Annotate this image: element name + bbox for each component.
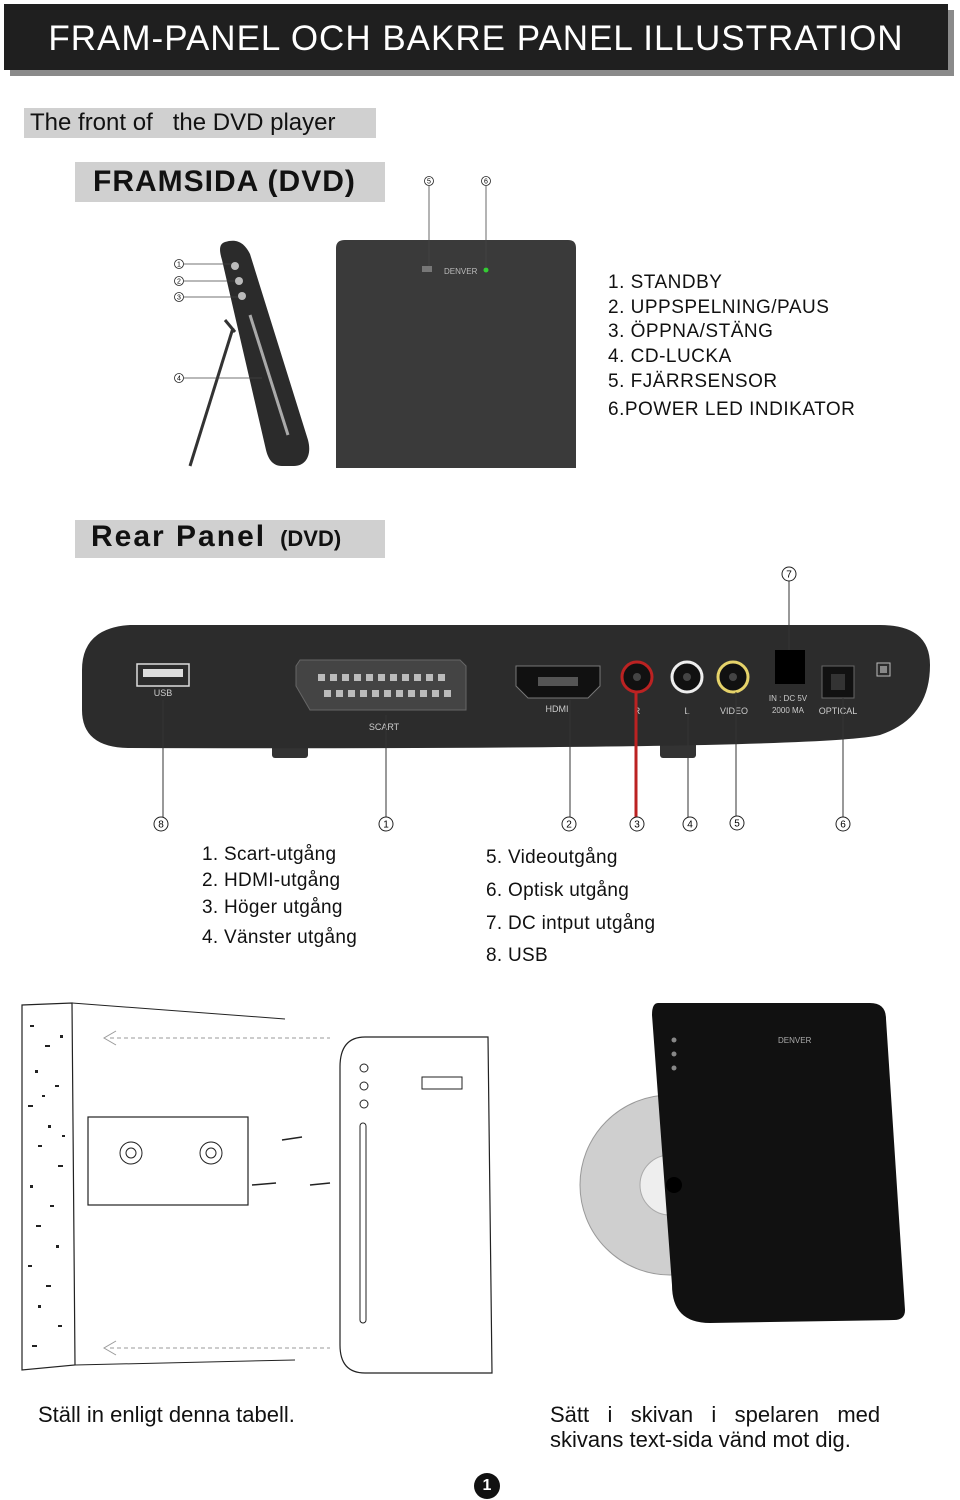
rear-callout: 7 (786, 570, 792, 581)
scart-label: SCART (369, 722, 400, 732)
dc-label-2: 2000 MA (772, 706, 805, 715)
rear-callout: 6 (840, 820, 846, 831)
legend-item: 4. CD-LUCKA (608, 346, 732, 368)
rear-callout: 1 (383, 820, 389, 831)
legend-item: 5. FJÄRRSENSOR (608, 370, 778, 392)
front-subtitle: The front of the DVD player (24, 108, 376, 138)
audio-left-label: L (684, 706, 689, 716)
legend-item: 7. DC intput utgång (486, 913, 656, 934)
front-callout: 3 (177, 295, 181, 302)
rear-legend-left: 1. Scart-utgång 2. HDMI-utgång 3. Höger … (202, 844, 462, 974)
brand-logo: DENVER (778, 1036, 812, 1045)
front-heading: FRAMSIDA (DVD) (75, 162, 385, 202)
screw-icons (251, 1136, 331, 1186)
play-pause-button-icon (235, 277, 243, 285)
page-number: 1 (474, 1473, 500, 1499)
power-led-icon (483, 267, 489, 273)
device-outline (339, 1036, 493, 1374)
rear-heading-sub: (DVD) (280, 526, 342, 551)
rear-heading: Rear Panel (DVD) (75, 520, 385, 558)
legend-item: 5. Videoutgång (486, 847, 618, 868)
caption-right-line2: skivans text-sida vänd mot dig. (550, 1427, 851, 1452)
legend-item: 4. Vänster utgång (202, 927, 358, 948)
rear-callout: 2 (566, 820, 572, 831)
disc-insert-illustration: DENVER (579, 1003, 905, 1323)
rear-callout: 8 (158, 820, 164, 831)
legend-item: 2. HDMI-utgång (202, 870, 341, 891)
wall-bracket (87, 1116, 249, 1206)
legend-item: 8. USB (486, 945, 548, 966)
legend-item: 3. Höger utgång (202, 897, 343, 918)
legend-item: 3. ÖPPNA/STÄNG (608, 321, 774, 343)
wall-mount-illustration (21, 1002, 493, 1374)
dc-label-1: IN : DC 5V (769, 694, 808, 703)
video-label: VIDEO (720, 706, 748, 716)
front-legend: 1. STANDBY 2. UPPSPELNING/PAUS 3. ÖPPNA/… (608, 271, 855, 422)
rear-heading-main: Rear Panel (91, 520, 267, 553)
legend-item: 2. UPPSPELNING/PAUS (608, 296, 830, 318)
side-view (184, 240, 310, 467)
usb-label: USB (154, 688, 173, 698)
legend-item: 1. Scart-utgång (202, 844, 337, 865)
rear-callout: 3 (634, 820, 640, 831)
optical-port-icon (821, 665, 855, 699)
front-callout: 2 (177, 279, 181, 286)
scart-port-icon (318, 674, 451, 697)
title-bar: FRAM-PANEL OCH BAKRE PANEL ILLUSTRATION (4, 4, 948, 70)
usb-port-icon (136, 663, 190, 687)
rear-callout: 4 (687, 820, 693, 831)
optical-label: OPTICAL (819, 706, 858, 716)
front-callout: 4 (177, 376, 181, 383)
standby-button-icon (231, 262, 239, 270)
brand-logo: DENVER (444, 267, 478, 276)
caption-left: Ställ in enligt denna tabell. (38, 1402, 295, 1427)
open-close-button-icon (238, 292, 246, 300)
page-title: FRAM-PANEL OCH BAKRE PANEL ILLUSTRATION (48, 19, 904, 58)
rear-callout: 5 (734, 819, 740, 830)
caption-right-line1: Sätt i skivan i spelaren med (550, 1402, 881, 1427)
dvd-player-body (652, 1003, 905, 1323)
rear-illustration: USB SCART HDMI R L VIDEO IN : DC 5V 2000… (82, 566, 930, 832)
front-callout: 5 (427, 179, 431, 186)
hdmi-label: HDMI (546, 704, 569, 714)
legend-item: 1. STANDBY (608, 272, 723, 293)
rear-legend-right: 5. Videoutgång 6. Optisk utgång 7. DC in… (486, 847, 746, 977)
front-callout: 1 (177, 262, 181, 269)
legend-item: 6.POWER LED INDIKATOR (608, 398, 856, 420)
front-view: DENVER (336, 186, 576, 468)
power-switch-icon (876, 662, 891, 677)
legend-item: 6. Optisk utgång (486, 880, 630, 901)
front-callout: 6 (484, 179, 488, 186)
remote-sensor-icon (422, 266, 432, 272)
front-illustration: DENVER 1 2 3 4 5 6 (174, 176, 576, 468)
dc-input-icon (775, 650, 805, 684)
